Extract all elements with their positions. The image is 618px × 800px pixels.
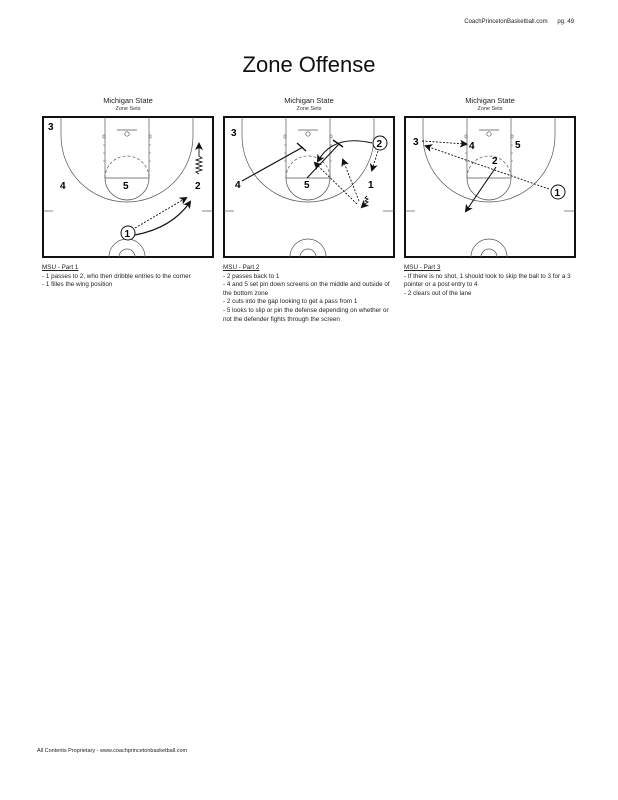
play-notes: MSU - Part 1 - 1 passes to 2, who then d… bbox=[42, 264, 214, 290]
player-5: 5 bbox=[515, 140, 521, 151]
court-diagram: 3 4 5 1 2 bbox=[223, 116, 395, 258]
note-line: - 2 cuts into the gap looking to get a p… bbox=[223, 298, 358, 306]
play-notes: MSU - Part 3 - If there is no shot, 1 sh… bbox=[404, 264, 576, 298]
player-2: 2 bbox=[492, 156, 498, 167]
notes-title: MSU - Part 1 bbox=[42, 264, 79, 271]
page-footer: All Contents Proprietary - www.coachprin… bbox=[37, 748, 188, 754]
notes-title: MSU - Part 2 bbox=[223, 264, 260, 271]
player-1: 1 bbox=[555, 188, 561, 199]
player-5: 5 bbox=[304, 180, 310, 191]
player-4: 4 bbox=[235, 180, 241, 191]
diagram-panel-1: Michigan State Zone Sets 3 4 5 2 1 MSU -… bbox=[42, 96, 214, 290]
player-4: 4 bbox=[469, 141, 475, 152]
diagram-panel-3: Michigan State Zone Sets 3 4 5 2 1 MSU -… bbox=[404, 96, 576, 298]
note-line: - 5 looks to slip or pin the defense dep… bbox=[223, 306, 389, 323]
player-3: 3 bbox=[48, 122, 54, 133]
player-5: 5 bbox=[123, 181, 129, 192]
page-number: pg. 49 bbox=[557, 19, 574, 25]
note-line: - If there is no shot, 1 should look to … bbox=[404, 272, 571, 289]
panel-subtitle: Zone Sets bbox=[296, 106, 322, 112]
panel-team-name: Michigan State bbox=[465, 96, 515, 105]
player-3: 3 bbox=[231, 128, 237, 139]
player-2: 2 bbox=[377, 139, 383, 150]
player-2: 2 bbox=[195, 181, 201, 192]
note-line: - 1 filles the wing position bbox=[42, 281, 113, 289]
notes-title: MSU - Part 3 bbox=[404, 264, 441, 271]
diagram-panel-2: Michigan State Zone Sets 3 4 5 1 2 MSU -… bbox=[223, 96, 395, 324]
play-notes: MSU - Part 2 - 2 passes back to 1 - 4 an… bbox=[223, 264, 395, 324]
player-4: 4 bbox=[60, 181, 66, 192]
panel-subtitle: Zone Sets bbox=[115, 106, 141, 112]
site-name: CoachPrincetonBasketball.com bbox=[464, 19, 548, 25]
note-line: - 2 passes back to 1 bbox=[223, 272, 280, 280]
note-line: - 1 passes to 2, who then dribble entrie… bbox=[42, 272, 191, 280]
court-diagram: 3 4 5 2 1 bbox=[42, 116, 214, 258]
note-line: - 4 and 5 set pin down screens on the mi… bbox=[223, 281, 390, 297]
player-1: 1 bbox=[125, 229, 131, 240]
court-diagram: 3 4 5 2 1 bbox=[404, 116, 576, 258]
player-3: 3 bbox=[413, 137, 419, 148]
panel-subtitle: Zone Sets bbox=[477, 106, 503, 112]
page-header: CoachPrincetonBasketball.com pg. 49 bbox=[456, 19, 574, 25]
panel-team-name: Michigan State bbox=[284, 96, 334, 105]
page-title: Zone Offense bbox=[242, 52, 376, 77]
panel-team-name: Michigan State bbox=[103, 96, 153, 105]
player-1: 1 bbox=[368, 180, 374, 191]
note-line: - 2 clears out of the lane bbox=[404, 289, 472, 297]
